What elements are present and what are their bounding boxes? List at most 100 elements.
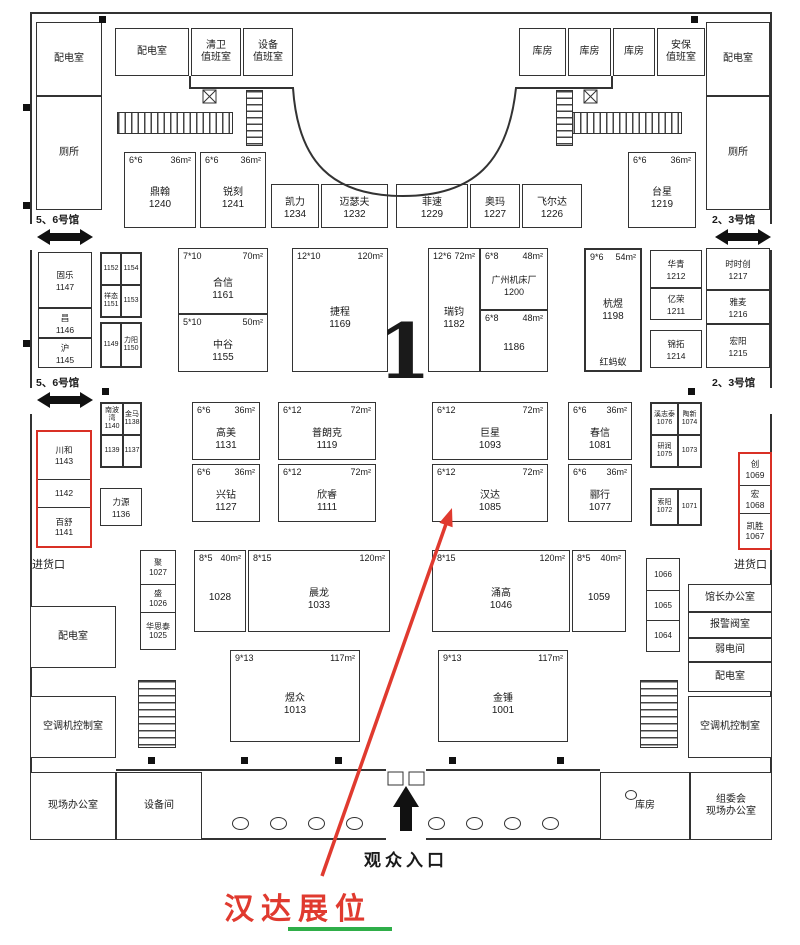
booth-number: 1155 (212, 351, 234, 363)
room-power-right-mid: 配电室 (688, 662, 772, 692)
pillar (691, 16, 698, 23)
booth-number: 1215 (728, 347, 748, 358)
booth-dim: 9*6 (590, 252, 604, 262)
booth-name: 普朗克 (312, 427, 342, 439)
floor-marker (625, 790, 637, 800)
room-ac-control-left: 空调机控制室 (30, 696, 116, 758)
booth-number: 1093 (478, 439, 502, 451)
booth-area: 40m² (220, 553, 241, 563)
booth-name: 祥态 (104, 292, 118, 300)
room-storage-bottom: 库房 (600, 772, 690, 840)
booth-name: 昌 (60, 312, 70, 323)
booth-name: 川和 (55, 445, 73, 456)
booth-number: 1074 (681, 419, 698, 426)
booth-number: 1140 (104, 423, 120, 431)
booth-name: 百舒 (55, 516, 73, 527)
booth-name: 晨龙 (309, 587, 329, 599)
booth-name: 凯胜 (746, 520, 764, 531)
booth-name: 郦行 (590, 489, 610, 501)
pillar (23, 202, 30, 209)
goods-entrance-left: 进货口 (32, 559, 65, 571)
booth-dim: 5*10 (183, 317, 202, 327)
booth-block-1064: 1066 1065 1064 (646, 558, 680, 652)
booth-name: 研润 (657, 442, 672, 450)
stairs-right (640, 680, 678, 748)
booth-dim: 12*6 (433, 251, 452, 261)
booth-number: 1137 (124, 446, 140, 454)
booth-1153: 1153 (121, 285, 141, 317)
booth-area: 70m² (242, 251, 263, 261)
booth-number: 1033 (307, 599, 331, 611)
booth-area: 117m² (538, 653, 563, 663)
highlight-label: 汉达展位 (224, 893, 372, 926)
booth-name: 合信 (213, 277, 233, 289)
booth-number: 1131 (215, 439, 237, 451)
booth-number: 1127 (215, 501, 237, 513)
goods-entrance-right: 进货口 (734, 559, 767, 571)
booth-1154: 1154 (121, 253, 141, 285)
booth-number: 1066 (654, 569, 672, 579)
booth-name: 宏 (750, 489, 760, 500)
booth-area: 36m² (670, 155, 691, 165)
counter-strip-left (117, 112, 233, 134)
booth-number: 1241 (221, 198, 245, 210)
room-security-duty: 安保 值班室 (657, 28, 705, 76)
booth-number: 1001 (491, 704, 515, 716)
booth-dim: 6*6 (129, 155, 143, 165)
booth-number: 1229 (420, 208, 444, 220)
booth-area: 36m² (170, 155, 191, 165)
room-power-tl: 配电室 (36, 22, 102, 96)
booth-area: 40m² (600, 553, 621, 563)
booth-number: 1214 (666, 350, 686, 361)
pillar (449, 757, 456, 764)
gate-label-left-1: 5、6号馆 (36, 214, 80, 226)
door-gap (26, 224, 34, 250)
booth-name: 中谷 (213, 339, 233, 351)
room-equipment-room: 设备间 (116, 772, 202, 840)
booth-name: 捷程 (330, 306, 350, 318)
booth-dim: 6*6 (205, 155, 219, 165)
gate-label-right-1: 2、3号馆 (712, 214, 756, 226)
booth-area: 72m² (522, 405, 543, 415)
booth-name: 力阳 (124, 336, 138, 344)
booth-dim: 8*15 (437, 553, 456, 563)
booth-number: 1013 (283, 704, 307, 716)
booth-number: 1067 (745, 531, 765, 541)
gate-label-left-2: 5、6号馆 (36, 377, 80, 389)
booth-name: 杭煜 (603, 299, 623, 310)
booth-area: 72m² (454, 251, 475, 261)
booth-number: 1234 (283, 208, 307, 220)
gate-label-right-2: 2、3号馆 (712, 377, 756, 389)
booth-number: 1149 (103, 340, 119, 348)
booth-dim: 6*6 (633, 155, 647, 165)
room-committee-office: 组委会 现场办公室 (690, 772, 772, 840)
booth-dim: 8*15 (253, 553, 272, 563)
booth-area: 48m² (522, 251, 543, 261)
pillar (688, 388, 695, 395)
room-power-left-mid: 配电室 (30, 606, 116, 668)
booth-number: 1153 (123, 296, 139, 304)
booth-name: 盛 (154, 589, 162, 599)
booth-dim: 6*12 (437, 467, 456, 477)
booth-1065: 1065 (647, 591, 679, 621)
booth-number: 1186 (503, 341, 525, 353)
booth-name: 雅麦 (729, 296, 747, 307)
booth-name: 菲速 (422, 196, 442, 208)
